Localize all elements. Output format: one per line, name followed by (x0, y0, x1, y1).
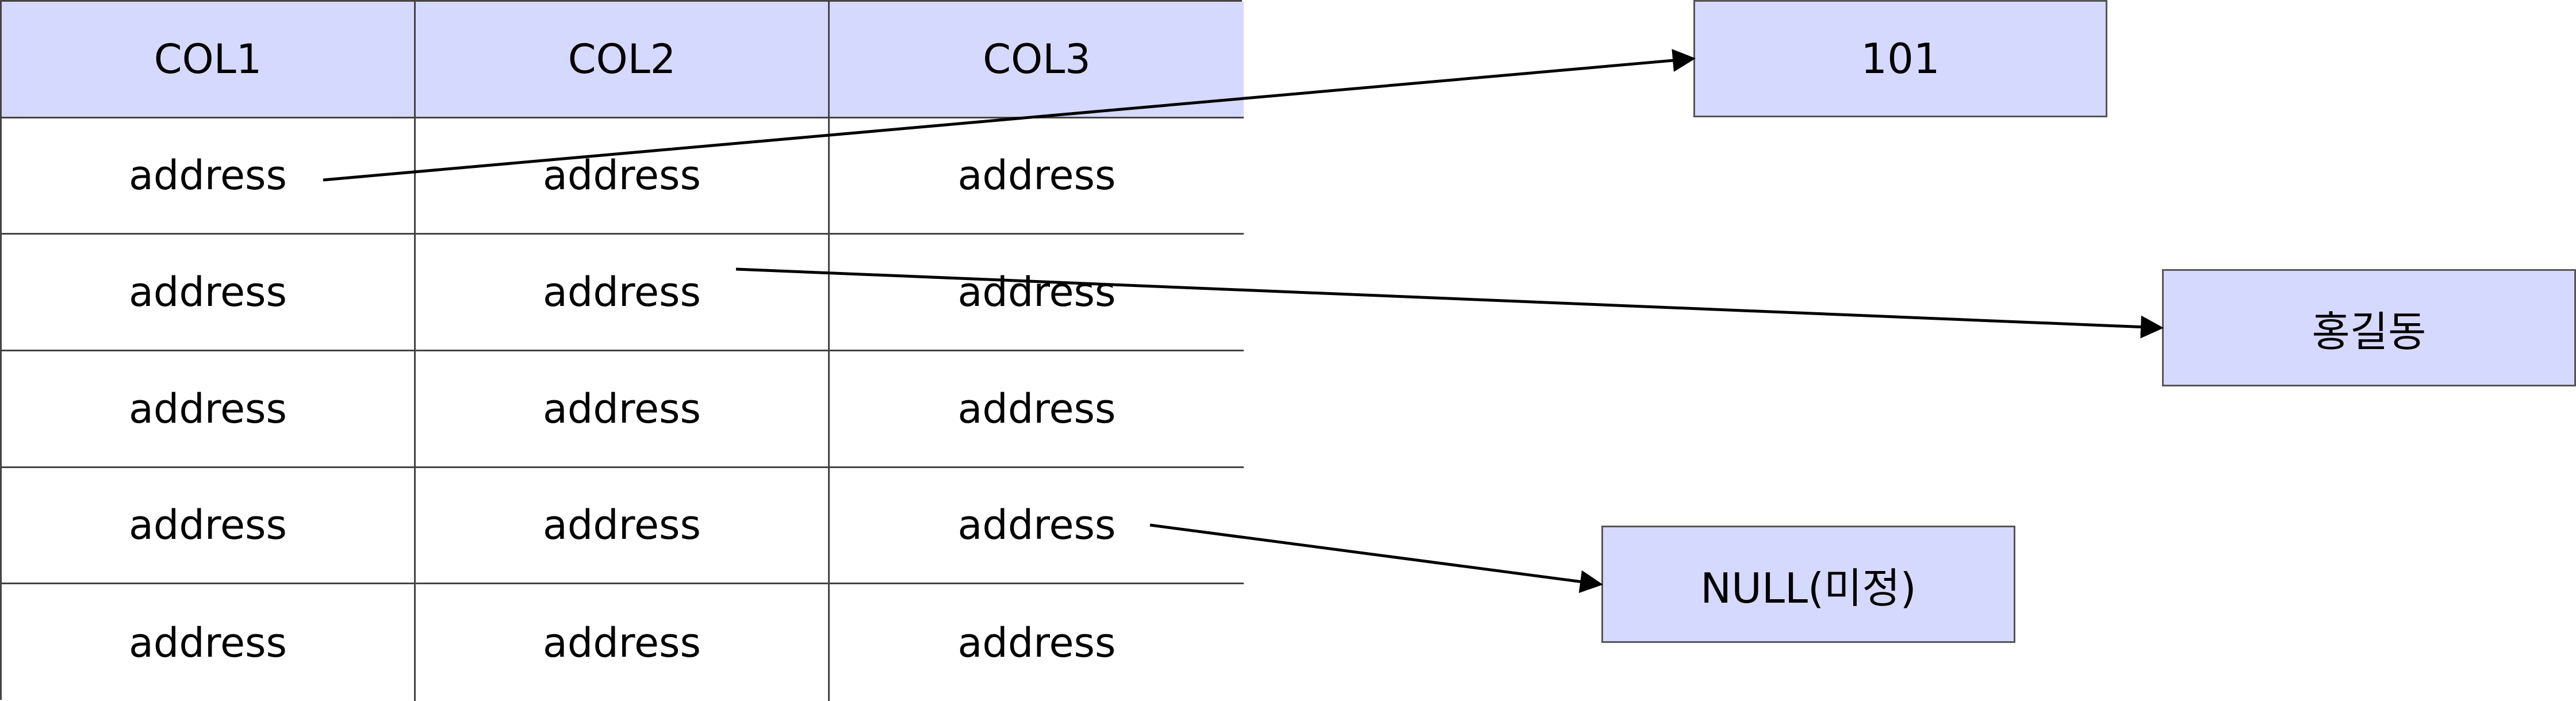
cell-r1-c1: address (2, 118, 416, 235)
header-col3: COL3 (830, 2, 1244, 118)
cell-r3-c1: address (2, 351, 416, 468)
cell-r4-c2: address (416, 468, 830, 585)
value-box-hong-gil-dong: 홍길동 (2162, 269, 2576, 386)
cell-r5-c3: address (830, 584, 1244, 701)
cell-r2-c2: address (416, 235, 830, 351)
cell-r4-c3: address (830, 468, 1244, 585)
cell-r3-c3: address (830, 351, 1244, 468)
cell-r2-c3: address (830, 235, 1244, 351)
cell-r1-c3: address (830, 118, 1244, 235)
value-box-101: 101 (1693, 0, 2107, 117)
value-box-null: NULL(미정) (1601, 526, 2015, 643)
cell-r3-c2: address (416, 351, 830, 468)
address-table: COL1 COL2 COL3 address address address a… (0, 0, 1244, 701)
cell-r2-c1: address (2, 235, 416, 351)
cell-r4-c1: address (2, 468, 416, 585)
cell-r1-c2: address (416, 118, 830, 235)
cell-r5-c2: address (416, 584, 830, 701)
cell-r5-c1: address (2, 584, 416, 701)
header-col1: COL1 (2, 2, 416, 118)
header-col2: COL2 (416, 2, 830, 118)
